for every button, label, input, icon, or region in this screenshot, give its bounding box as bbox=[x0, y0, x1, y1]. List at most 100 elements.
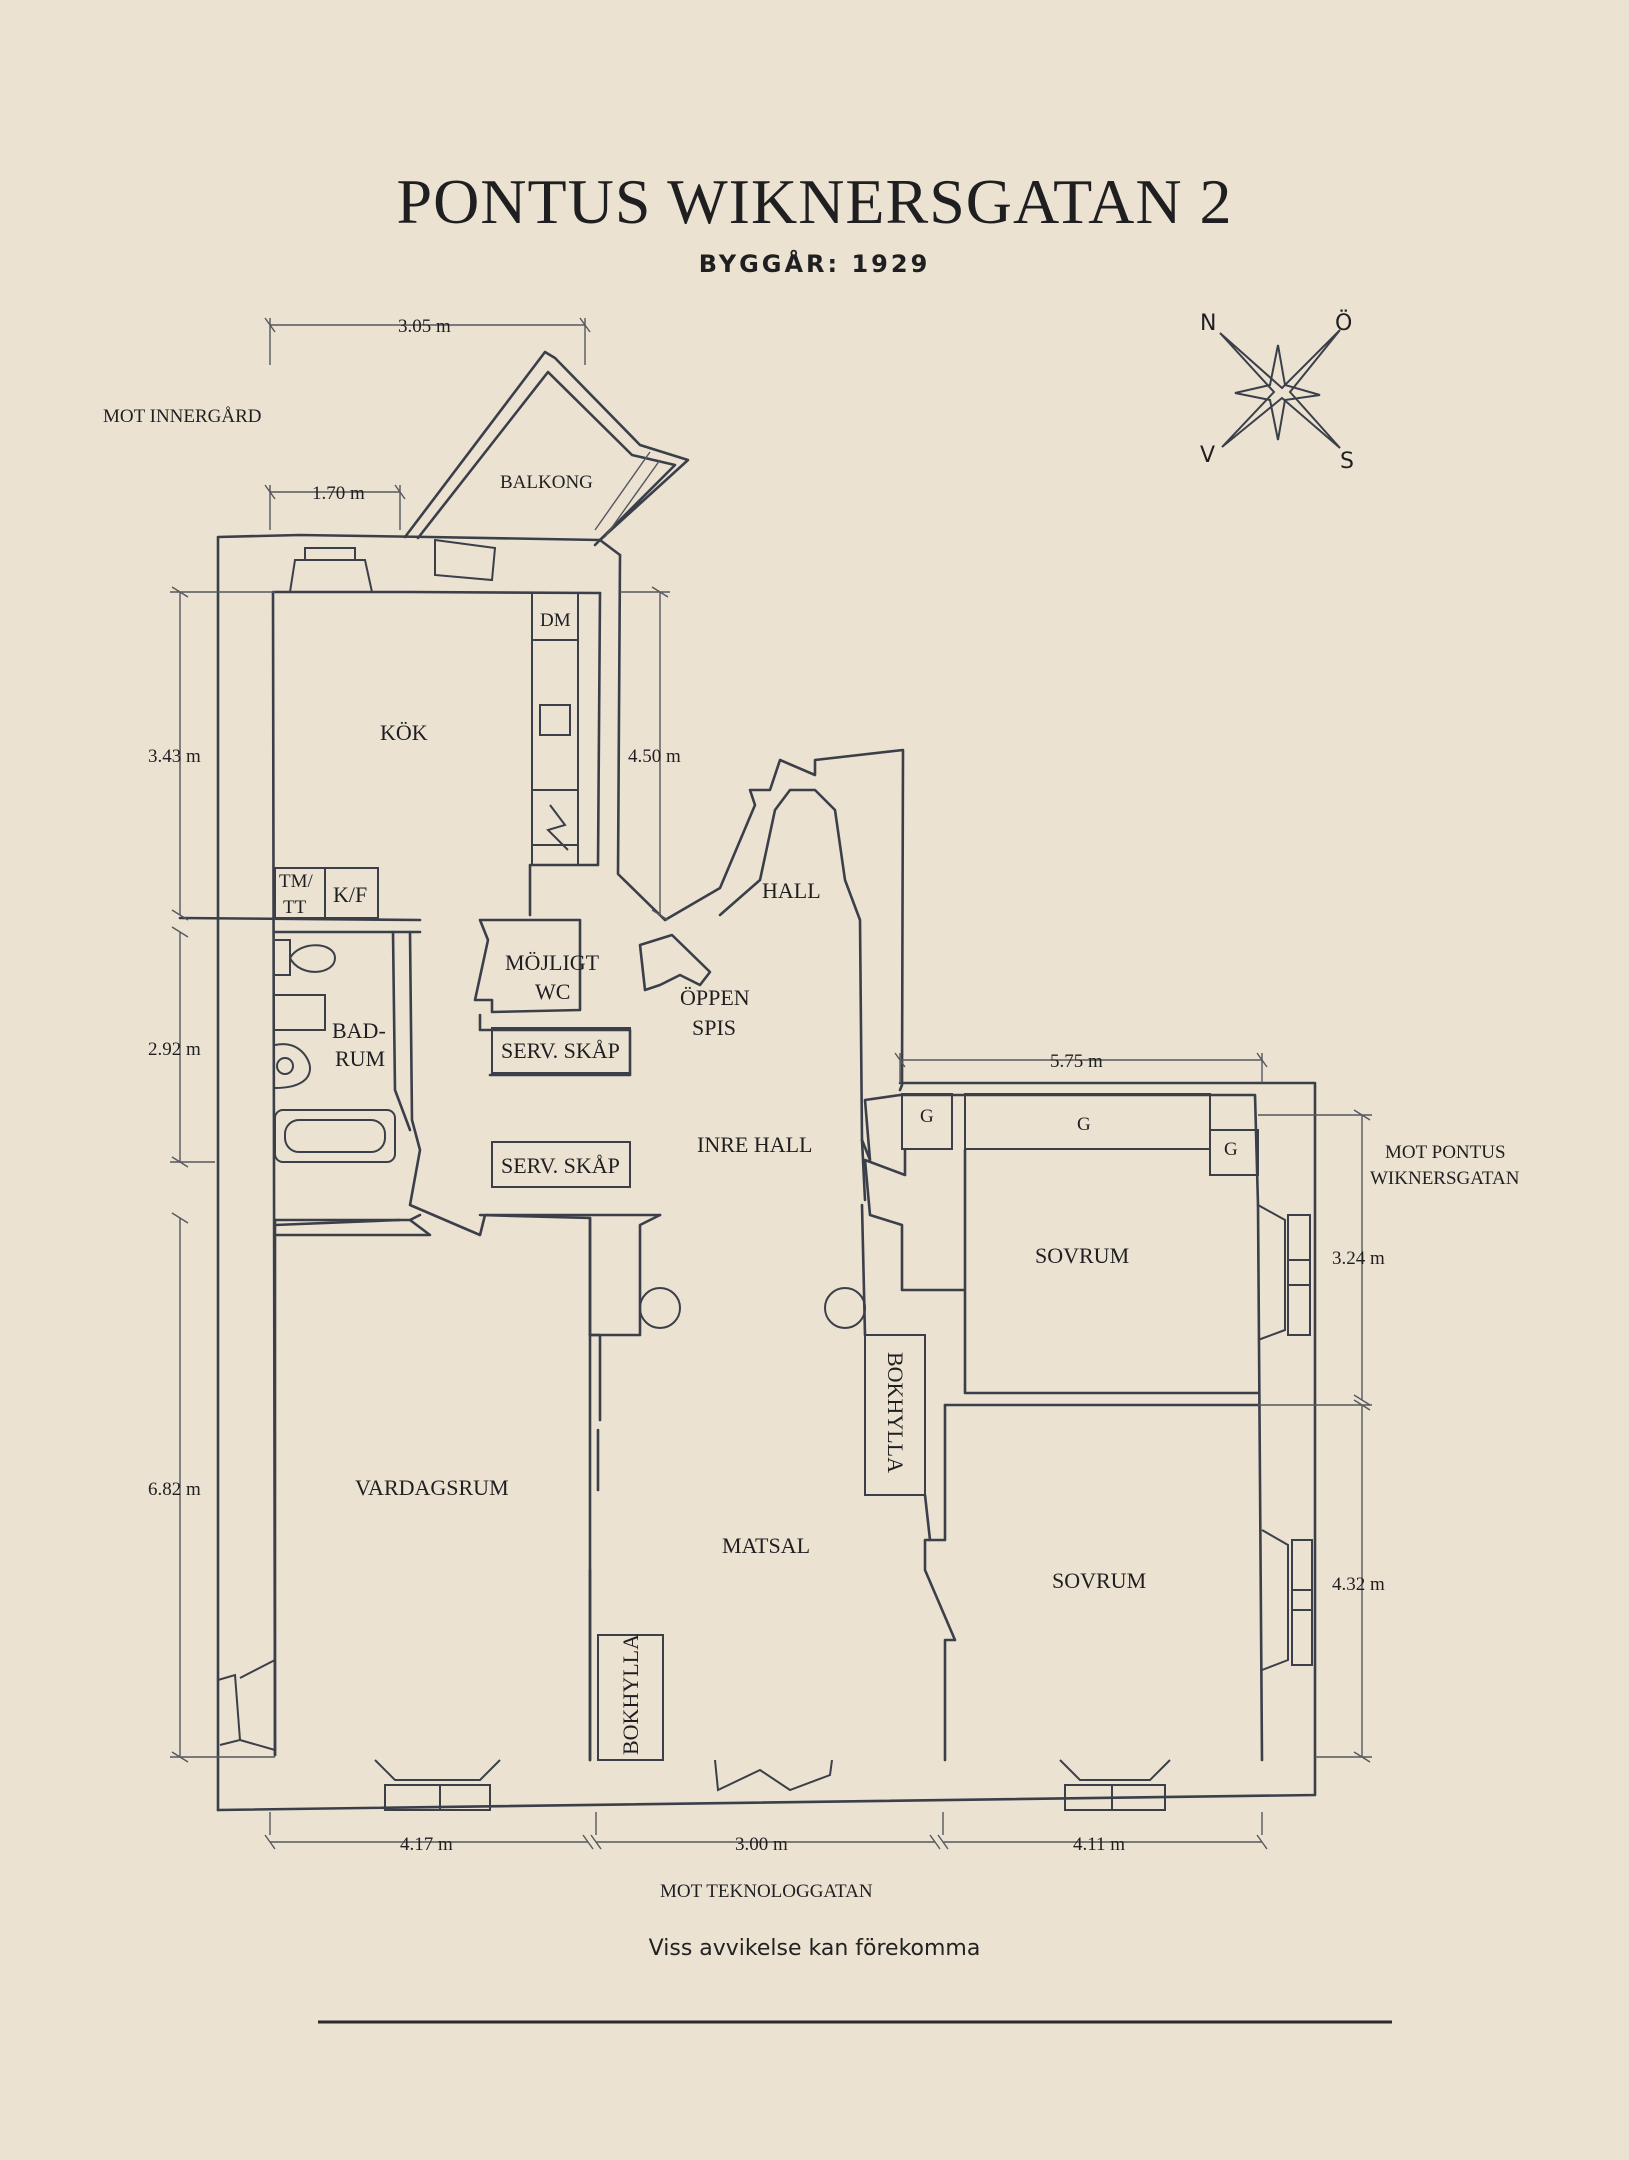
compass-s: S bbox=[1340, 449, 1354, 474]
bedroom2-left-wall bbox=[923, 1403, 957, 1762]
label-oppen-2: SPIS bbox=[692, 1015, 736, 1040]
column-left bbox=[639, 1287, 681, 1329]
label-hall: HALL bbox=[762, 878, 821, 903]
dining-door bbox=[714, 1759, 833, 1792]
compass-n: N bbox=[1200, 311, 1216, 336]
label-bokhylla-2: BOKHYLLA bbox=[618, 1634, 643, 1755]
dim-line-bottom-2 bbox=[590, 1812, 941, 1850]
orientation-labels: MOT INNERGÅRD MOT PONTUS WIKNERSGATAN MO… bbox=[103, 406, 1520, 1902]
label-mot-pontus-1: MOT PONTUS bbox=[1385, 1142, 1506, 1163]
label-inre-hall: INRE HALL bbox=[697, 1132, 812, 1157]
dim-kok-inner: 1.70 m bbox=[312, 483, 365, 504]
walls bbox=[178, 350, 1317, 1812]
kitchen-window-2 bbox=[434, 538, 497, 582]
dim-bottom-2: 3.00 m bbox=[735, 1834, 788, 1855]
dim-bottom-1: 4.17 m bbox=[400, 1834, 453, 1855]
inner-hall-right bbox=[860, 1203, 932, 1542]
bookshelf-2 bbox=[597, 1634, 664, 1761]
serv-skap-box-1 bbox=[491, 1027, 631, 1074]
balcony-outline bbox=[403, 350, 690, 542]
bedroom-right-inner bbox=[1256, 1203, 1264, 1762]
dimension-labels: 3.05 m 1.70 m 3.43 m 4.50 m 2.92 m 6.82 … bbox=[148, 316, 1385, 1855]
label-mot-teknolog: MOT TEKNOLOGGATAN bbox=[660, 1881, 873, 1902]
bathtub-inner bbox=[284, 1119, 386, 1153]
bookshelf-1 bbox=[864, 1334, 926, 1496]
label-tm-2: TT bbox=[283, 897, 307, 918]
open-fireplace bbox=[638, 933, 712, 992]
closet-g-1 bbox=[901, 1093, 953, 1150]
label-vardagsrum: VARDAGSRUM bbox=[355, 1475, 509, 1500]
label-badrum-2: RUM bbox=[335, 1046, 385, 1071]
dimension-lines bbox=[170, 317, 1372, 1850]
label-g-3: G bbox=[1224, 1139, 1238, 1160]
dim-kok-h: 3.43 m bbox=[148, 746, 201, 767]
column-right bbox=[824, 1287, 866, 1329]
label-sovrum-1: SOVRUM bbox=[1035, 1243, 1129, 1268]
dim-sov2-h: 4.32 m bbox=[1332, 1574, 1385, 1595]
hall-inner bbox=[718, 788, 867, 1202]
kitchen-window-1 bbox=[288, 547, 374, 593]
label-mot-pontus-2: WIKNERSGATAN bbox=[1370, 1168, 1520, 1189]
label-kf: K/F bbox=[333, 882, 367, 907]
label-serv-2: SERV. SKÅP bbox=[501, 1153, 620, 1178]
dim-line-vardag-h bbox=[170, 1212, 275, 1763]
compass-o: Ö bbox=[1335, 310, 1352, 336]
label-sovrum-2: SOVRUM bbox=[1052, 1568, 1146, 1593]
dim-line-kok-right bbox=[620, 586, 670, 921]
label-oppen-1: ÖPPEN bbox=[680, 985, 750, 1010]
label-mot-innergard: MOT INNERGÅRD bbox=[103, 406, 262, 427]
dim-line-bottom-1 bbox=[264, 1812, 594, 1850]
label-serv-1: SERV. SKÅP bbox=[501, 1038, 620, 1063]
closet-g-3 bbox=[1209, 1129, 1259, 1176]
kitchen-counter bbox=[531, 593, 579, 865]
closet-g-2 bbox=[964, 1093, 1211, 1150]
dim-line-sov1-h bbox=[1258, 1109, 1372, 1406]
compass-v: V bbox=[1200, 443, 1215, 468]
label-g-2: G bbox=[1077, 1114, 1091, 1135]
bedroom1-window bbox=[1257, 1204, 1311, 1341]
balcony-rail bbox=[594, 451, 661, 538]
bedroom2-window bbox=[1261, 1529, 1313, 1671]
bedroom-window-bottom bbox=[1059, 1759, 1171, 1811]
hall-walls bbox=[663, 748, 905, 1092]
serv-skap-box-2 bbox=[491, 1141, 631, 1188]
dim-line-bottom-3 bbox=[937, 1812, 1268, 1850]
living-partition-stub bbox=[588, 1333, 602, 1492]
compass-rose: N Ö V S bbox=[1200, 310, 1354, 474]
dim-line-sov2-h bbox=[1258, 1399, 1372, 1763]
label-g-1: G bbox=[920, 1106, 934, 1127]
label-dm: DM bbox=[540, 610, 571, 631]
bath-right-wall-2 bbox=[408, 930, 662, 1237]
kf-box bbox=[324, 867, 379, 919]
dim-balkong: 3.05 m bbox=[398, 316, 451, 337]
living-top-wall bbox=[273, 1213, 662, 1337]
bedroom1-walls bbox=[863, 1148, 1260, 1395]
bathtub bbox=[274, 1109, 396, 1163]
label-matsal: MATSAL bbox=[722, 1533, 810, 1558]
label-balkong: BALKONG bbox=[500, 472, 593, 493]
dim-line-kok-h bbox=[170, 586, 275, 921]
dim-sov-top: 5.75 m bbox=[1050, 1051, 1103, 1072]
mojligt-wc bbox=[473, 918, 582, 1014]
bath-bottom-wall bbox=[273, 1218, 432, 1237]
compass-star-inner bbox=[1234, 344, 1321, 441]
dim-vardag-h: 6.82 m bbox=[148, 1479, 201, 1500]
stove-symbol bbox=[546, 804, 569, 851]
label-tm-1: TM/ bbox=[279, 871, 314, 892]
label-mojligt-1: MÖJLIGT bbox=[505, 950, 600, 975]
label-bokhylla-1: BOKHYLLA bbox=[883, 1352, 908, 1473]
dim-line-bad-h bbox=[170, 926, 215, 1168]
dim-line-kok-inner bbox=[264, 484, 406, 530]
label-mojligt-2: WC bbox=[535, 979, 570, 1004]
kitchen-right-inner bbox=[528, 591, 602, 917]
build-year: BYGGÅR: 1929 bbox=[698, 250, 931, 278]
dim-line-balkong bbox=[264, 317, 591, 365]
living-window bbox=[374, 1759, 501, 1811]
balcony-inner bbox=[416, 370, 677, 547]
dim-bottom-3: 4.11 m bbox=[1073, 1834, 1125, 1855]
sink bbox=[274, 1043, 312, 1089]
kitchen-right-wall bbox=[616, 553, 667, 922]
inner-hall-wall bbox=[860, 1093, 902, 1162]
disclaimer: Viss avvikelse kan förekomma bbox=[648, 1936, 981, 1961]
